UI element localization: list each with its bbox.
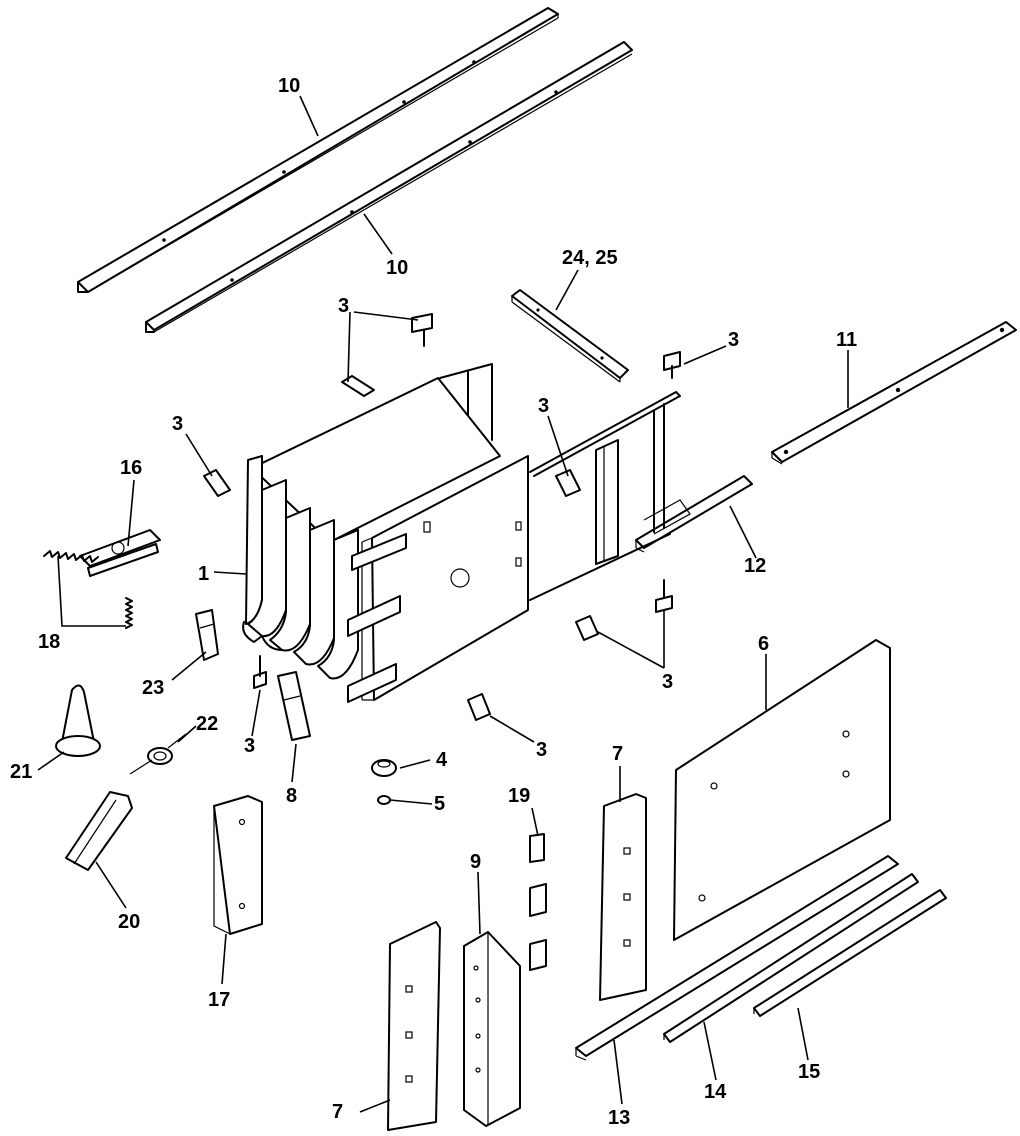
callout-7-lower: 7 (332, 1101, 343, 1123)
callout-12: 12 (744, 555, 766, 577)
bracket-part-21 (55, 684, 101, 757)
callout-24-25: 24, 25 (562, 247, 618, 269)
block-part-17 (213, 795, 263, 935)
lever-part-20 (65, 791, 133, 871)
latch-part-16 (79, 529, 161, 577)
rail-part-10-lower (145, 41, 633, 333)
callout-3-center: 3 (538, 395, 549, 417)
bar-part-12 (635, 475, 753, 553)
callout-17: 17 (208, 989, 230, 1011)
callout-10-upper: 10 (278, 75, 300, 97)
callout-20: 20 (118, 911, 140, 933)
callout-19: 19 (508, 785, 530, 807)
callout-13: 13 (608, 1107, 630, 1129)
strip-part-13 (575, 855, 899, 1061)
bar-part-11 (771, 321, 1017, 465)
leader-lines (37, 95, 849, 1113)
clips-part-19 (529, 833, 547, 971)
callout-10-lower: 10 (386, 257, 408, 279)
callout-15: 15 (798, 1061, 820, 1083)
frame-assembly-part-1 (242, 363, 681, 703)
callout-1: 1 (198, 563, 209, 585)
callout-11: 11 (836, 329, 857, 351)
callout-5: 5 (434, 793, 445, 815)
bar-part-24-25 (511, 289, 629, 383)
callout-16: 16 (120, 457, 142, 479)
bolt-part-3 (203, 313, 681, 721)
callout-8: 8 (286, 785, 297, 807)
callout-23: 23 (142, 677, 164, 699)
callout-18: 18 (38, 631, 60, 653)
callout-14: 14 (704, 1081, 727, 1103)
nut-part-5 (377, 795, 391, 805)
callout-22: 22 (196, 713, 218, 735)
rail-part-10-upper (77, 7, 559, 293)
callout-3-top-left: 3 (338, 295, 349, 317)
callout-3-top-right: 3 (728, 329, 739, 351)
clip-part-23 (195, 609, 219, 661)
callout-4: 4 (436, 749, 448, 771)
callout-3-lower-center: 3 (536, 739, 547, 761)
strip-part-14 (663, 873, 919, 1043)
guide-part-7-lower (387, 921, 441, 1131)
callout-3-left: 3 (172, 413, 183, 435)
springs-part-18 (43, 550, 133, 629)
callout-3-lower-left: 3 (244, 735, 255, 757)
strip-part-15 (753, 889, 947, 1017)
callout-21: 21 (10, 761, 32, 783)
guide-part-9 (463, 931, 521, 1127)
callout-6: 6 (758, 633, 769, 655)
guide-part-7-upper (599, 793, 647, 1001)
bracket-part-8 (277, 671, 311, 741)
torsion-spring-part-22 (129, 733, 187, 775)
panel-part-6 (673, 639, 891, 941)
callout-3-right: 3 (662, 671, 673, 693)
callout-9: 9 (470, 851, 481, 873)
washer-part-4 (371, 759, 397, 777)
callout-labels: 10 10 24, 25 3 3 11 3 3 16 12 1 18 6 3 2… (10, 75, 857, 1129)
callout-7-upper: 7 (612, 743, 623, 765)
